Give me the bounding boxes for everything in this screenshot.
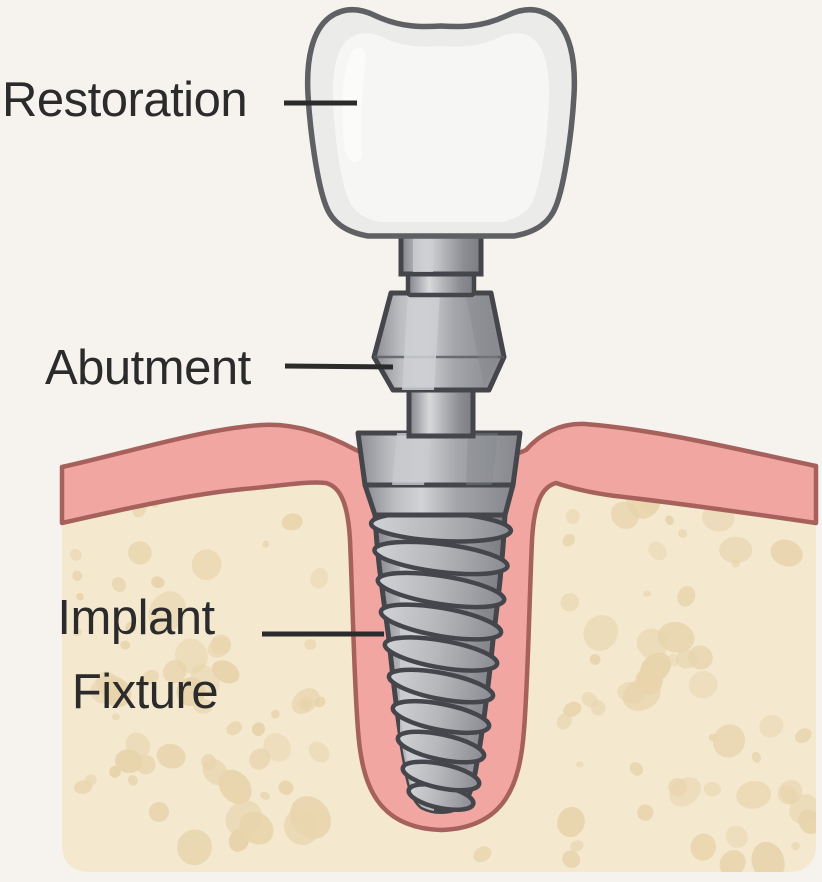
implant-fixture xyxy=(355,430,523,814)
crown-enamel-highlight xyxy=(332,33,550,222)
restoration-label-group: Restoration xyxy=(2,73,357,127)
implant-head xyxy=(355,430,523,518)
crown-connector-collar xyxy=(398,233,484,277)
implant-threads xyxy=(368,510,514,813)
label-abutment: Abutment xyxy=(45,341,252,395)
abutment-label-group: Abutment xyxy=(45,341,394,395)
labels: Restoration Abutment Implant Fixture xyxy=(2,73,394,719)
abutment-part xyxy=(371,233,507,439)
label-implant-line2: Fixture xyxy=(72,665,218,719)
abutment-shaft xyxy=(406,385,476,439)
label-implant-line1: Implant xyxy=(57,591,215,645)
implant-fixture-label-group: Implant Fixture xyxy=(57,591,384,719)
restoration-crown xyxy=(304,7,578,239)
abutment-body xyxy=(371,290,507,393)
leader-line-abutment xyxy=(284,363,394,370)
label-restoration: Restoration xyxy=(2,73,247,127)
